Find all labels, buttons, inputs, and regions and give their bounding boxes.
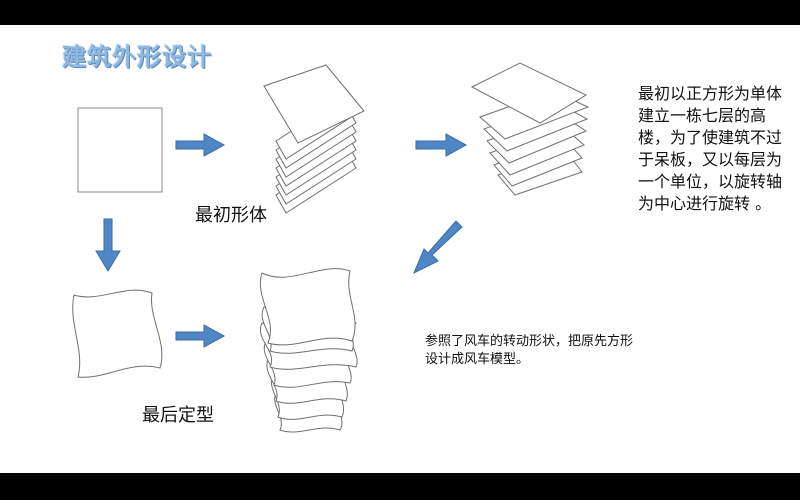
slide-title: 建筑外形设计 — [62, 43, 212, 71]
arrow-down — [95, 218, 121, 272]
diagram-canvas — [72, 62, 590, 433]
label-initial-shape: 最初形体 — [195, 205, 267, 226]
arrow-right-3 — [175, 324, 226, 348]
arrow-diagonal — [413, 220, 463, 275]
windmill-shape — [72, 289, 163, 378]
arrow-right-2 — [415, 133, 468, 157]
final-tower — [259, 268, 358, 433]
single-square — [77, 107, 163, 193]
note-text: 参照了风车的转动形状，把原先方形设计成风车模型。 — [425, 334, 634, 367]
label-final-shape: 最后定型 — [142, 405, 214, 426]
initial-stack — [263, 64, 365, 214]
description-text: 最初以正方形为单体建立一栋七层的高楼，为了使建筑不过于呆板，又以每层为一个单位，… — [638, 84, 783, 213]
arrow-right-1 — [175, 133, 226, 157]
slide: 建筑外形设计 — [0, 25, 800, 473]
rotated-stack — [470, 62, 590, 196]
